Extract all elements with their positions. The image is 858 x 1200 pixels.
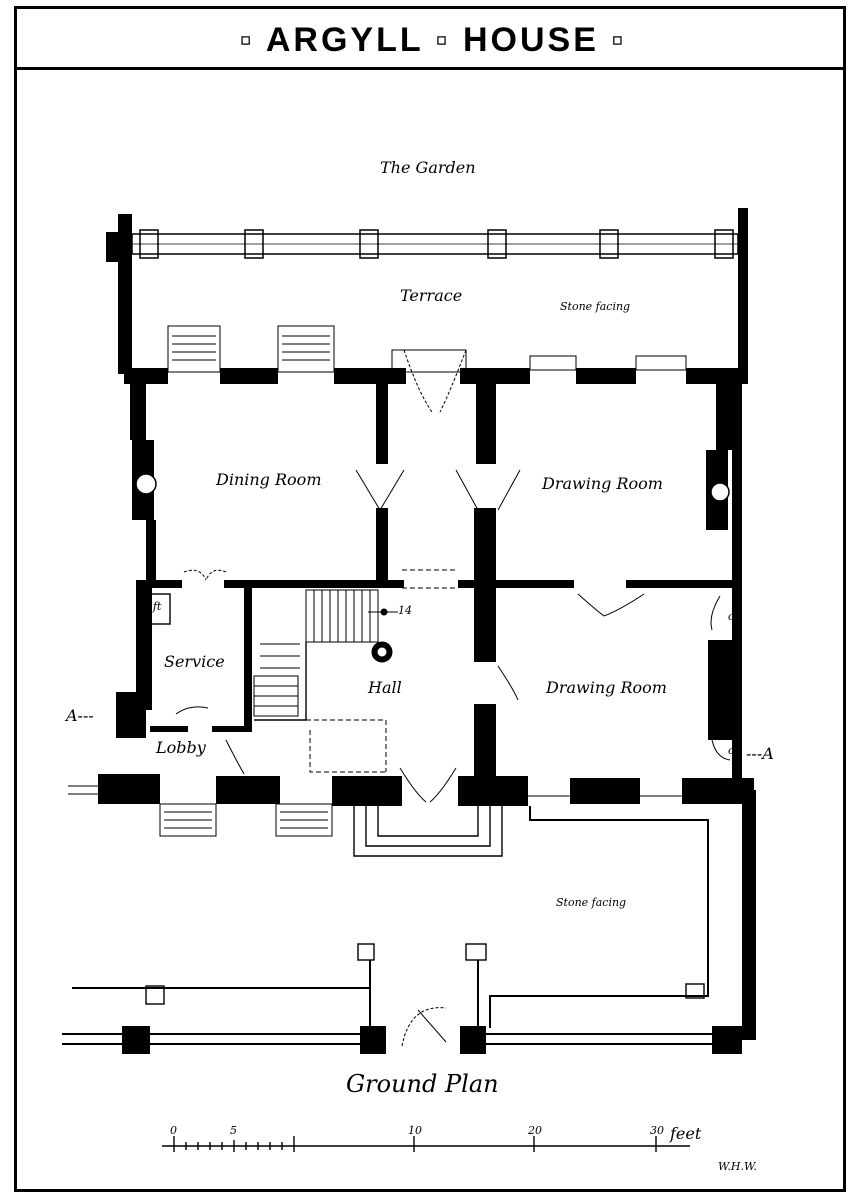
section-a-left-label: A--- <box>66 706 94 725</box>
drawing-frame <box>14 68 846 1192</box>
scale-tick-5: 5 <box>230 1124 237 1137</box>
drawing-room-upper-label: Drawing Room <box>542 474 663 493</box>
stair-step-count: 14 <box>398 604 412 617</box>
front-stone-facing-label: Stone facing <box>556 896 627 909</box>
ground-plan-caption: Ground Plan <box>346 1070 499 1098</box>
scale-tick-20: 20 <box>528 1124 542 1137</box>
hall-label: Hall <box>368 678 402 697</box>
scale-tick-10: 10 <box>408 1124 422 1137</box>
scale-tick-0: 0 <box>170 1124 177 1137</box>
service-label: Service <box>164 652 225 671</box>
lift-label: Lift <box>142 600 162 613</box>
drawing-room-lower-label: Drawing Room <box>546 678 667 697</box>
forecourt-walls <box>62 806 712 1045</box>
main-staircase <box>254 589 398 721</box>
plan-title: ▫ ARGYLL ▫ HOUSE ▫ <box>239 21 627 59</box>
fireplaces <box>135 473 730 502</box>
door-swings <box>175 349 731 1047</box>
terrace-stone-facing-label: Stone facing <box>560 300 631 313</box>
garden-label: The Garden <box>380 158 476 177</box>
cupboard-label-lower: c <box>728 744 735 757</box>
terrace-balustrade <box>131 229 739 259</box>
service-stair <box>253 675 299 717</box>
windows <box>68 325 687 837</box>
exterior-walls <box>98 208 756 1054</box>
cupboard-label-upper: c <box>728 610 735 623</box>
hall-dashed-outline <box>306 569 458 773</box>
forecourt-piers <box>145 943 705 1005</box>
lobby-label: Lobby <box>156 738 206 757</box>
scale-unit-label: feet <box>670 1124 702 1143</box>
scale-bar <box>162 1136 690 1152</box>
terrace-label: Terrace <box>400 286 463 305</box>
section-a-right-label: ---A <box>746 744 774 763</box>
interior-walls <box>146 384 734 784</box>
front-steps <box>353 806 503 857</box>
title-band: ▫ ARGYLL ▫ HOUSE ▫ <box>14 6 846 70</box>
scale-tick-30: 30 <box>650 1124 664 1137</box>
lift-shaft <box>137 593 171 625</box>
architect-initials: W.H.W. <box>718 1160 757 1173</box>
dining-room-label: Dining Room <box>216 470 322 489</box>
